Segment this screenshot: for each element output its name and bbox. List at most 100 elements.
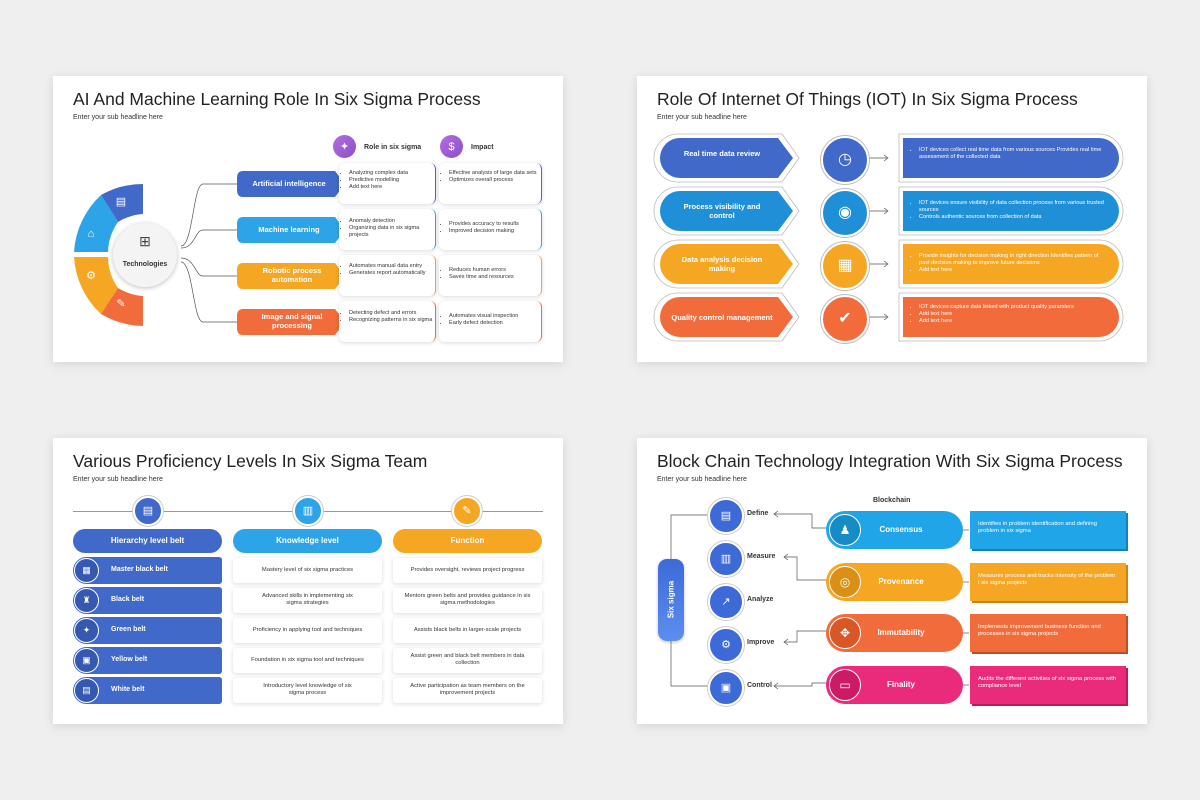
network-icon: ⊞ [139, 233, 151, 249]
belt-label: Yellow belt [111, 656, 148, 663]
col-impact-header: Impact [471, 144, 494, 151]
function-cell: Provides oversight, reviews project prog… [393, 558, 542, 583]
step-label: Control [747, 682, 772, 689]
blockchain-pill[interactable]: ✥ Immutability [826, 614, 963, 652]
iot-label[interactable]: Process visibility and control [683, 202, 761, 220]
belt-label: White belt [111, 686, 145, 693]
belt-row[interactable]: ▤ White belt [73, 677, 222, 704]
slide-subtitle: Enter your sub headline here [73, 114, 163, 121]
knowledge-cell: Proficiency in applying tool and techniq… [233, 618, 382, 643]
slide-proficiency[interactable]: Various Proficiency Levels In Six Sigma … [53, 438, 563, 724]
impact-icon: $ [440, 135, 463, 158]
slide-title: Role Of Internet Of Things (IOT) In Six … [657, 89, 1078, 109]
pill-label: Immutability [877, 628, 925, 637]
function-icon: ✎ [452, 496, 482, 526]
impact-card: Provides accuracy to resultsImproved dec… [439, 209, 542, 250]
gear-icon: ⚙ [86, 269, 96, 282]
slide-iot[interactable]: Role Of Internet Of Things (IOT) In Six … [637, 76, 1147, 362]
iot-desc: IOT devices ensure visibility of data co… [909, 200, 1109, 220]
slide-subtitle: Enter your sub headline here [73, 476, 163, 483]
step-label: Improve [747, 639, 775, 646]
slide-title: Various Proficiency Levels In Six Sigma … [73, 451, 428, 471]
slide-title: Block Chain Technology Integration With … [657, 451, 1123, 471]
belt-label: Green belt [111, 626, 146, 633]
belt-icon: ♜ [74, 588, 99, 613]
ai-diagram-shapes [74, 171, 345, 335]
knowledge-cell: Foundation in six sigma tool and techniq… [233, 648, 382, 673]
visibility-icon: ◉ [821, 189, 869, 237]
role-card: Anomaly detectionOrganizing data in six … [339, 209, 436, 250]
iot-desc: Provide insights for decision making in … [909, 253, 1109, 273]
iot-shapes [653, 133, 1124, 342]
iot-label[interactable]: Real time data review [683, 149, 761, 158]
blockchain-connectors [670, 510, 969, 690]
pill-label: Provenance [878, 577, 924, 586]
impact-card: Effective analysis of large data setsOpt… [439, 163, 542, 204]
blockchain-pill[interactable]: ▭ Finality [826, 666, 963, 704]
knowledge-icon: ▥ [293, 496, 323, 526]
define-icon: ▤ [708, 498, 744, 534]
row-label[interactable]: Artificial intelligence [252, 179, 326, 188]
knowledge-cell: Mastery level of six sigma practices [233, 558, 382, 583]
improve-icon: ⚙ [708, 627, 744, 663]
bulb-icon: ✦ [333, 135, 356, 158]
quality-icon: ✔ [821, 295, 869, 343]
col-header-belt: Hierarchy level belt [73, 529, 222, 553]
edit-icon: ✎ [116, 297, 126, 310]
belt-row[interactable]: ✦ Green belt [73, 617, 222, 644]
step-label: Measure [747, 553, 776, 560]
immutability-icon: ✥ [829, 617, 861, 649]
analyze-icon: ↗ [708, 584, 744, 620]
belt-icon: ▣ [74, 648, 99, 673]
pill-label: Finality [886, 680, 915, 689]
belt-row[interactable]: ▣ Yellow belt [73, 647, 222, 674]
function-cell: Assists black belts in larger-scale proj… [393, 618, 542, 643]
technologies-hub: ⊞ Technologies [113, 223, 177, 287]
slide-ai-ml[interactable]: AI And Machine Learning Role In Six Sigm… [53, 76, 563, 362]
belt-icon: ✦ [74, 618, 99, 643]
measure-icon: ▥ [708, 541, 744, 577]
row-label[interactable]: Machine learning [258, 225, 320, 234]
home-icon: ⌂ [87, 227, 95, 240]
provenance-icon: ◎ [829, 566, 861, 598]
impact-card: Automates visual inspectionEarly defect … [439, 301, 542, 342]
knowledge-cell: Advanced skills in implementing six sigm… [233, 588, 382, 613]
col-header-knowledge: Knowledge level [233, 529, 382, 553]
slide-subtitle: Enter your sub headline here [657, 114, 747, 121]
knowledge-cell: Introductory level knowledge of six sigm… [233, 678, 382, 703]
blockchain-heading: Blockchain [873, 497, 911, 504]
pill-label: Consensus [879, 525, 923, 534]
six-sigma-pill: Six sigma [658, 559, 684, 641]
col-role-header: Role in six sigma [364, 144, 422, 151]
blockchain-pill[interactable]: ♟ Consensus [826, 511, 963, 549]
blockchain-desc: Measures process and tracks intensity of… [970, 563, 1126, 601]
role-card: Automates manual data entryGenerates rep… [339, 255, 436, 296]
blockchain-desc: Implements improvement business function… [970, 614, 1126, 652]
role-card: Detecting defect and errorsRecognizing p… [339, 301, 436, 342]
belt-label: Master black belt [111, 566, 168, 573]
role-card: Analyzing complex dataPredictive modelli… [339, 163, 436, 204]
slide-title: AI And Machine Learning Role In Six Sigm… [73, 89, 481, 109]
row-label[interactable]: Robotic process automation [262, 266, 322, 284]
blockchain-desc: Identifies in problem identification and… [970, 511, 1126, 549]
function-cell: Active participation as team members on … [393, 678, 542, 703]
iot-label[interactable]: Data analysis decision making [681, 255, 763, 273]
belt-label: Black belt [111, 596, 145, 603]
iot-label[interactable]: Quality control management [671, 313, 773, 322]
slide-subtitle: Enter your sub headline here [657, 476, 747, 483]
belt-icon: ▤ [74, 678, 99, 703]
control-icon: ▣ [708, 670, 744, 706]
belt-row[interactable]: ▦ Master black belt [73, 557, 222, 584]
finality-icon: ▭ [829, 669, 861, 701]
function-cell: Assist green and black belt members in d… [393, 648, 542, 673]
blockchain-pill[interactable]: ◎ Provenance [826, 563, 963, 601]
step-label: Analyze [747, 596, 774, 603]
belt-row[interactable]: ♜ Black belt [73, 587, 222, 614]
col-header-function: Function [393, 529, 542, 553]
slide-blockchain[interactable]: Block Chain Technology Integration With … [637, 438, 1147, 724]
analysis-icon: ▦ [821, 242, 869, 290]
row-label[interactable]: Image and signal processing [261, 312, 323, 330]
realtime-icon: ◷ [821, 136, 869, 184]
six-sigma-label: Six sigma [666, 580, 676, 619]
impact-card: Reduces human errorsSaves time and resou… [439, 255, 542, 296]
